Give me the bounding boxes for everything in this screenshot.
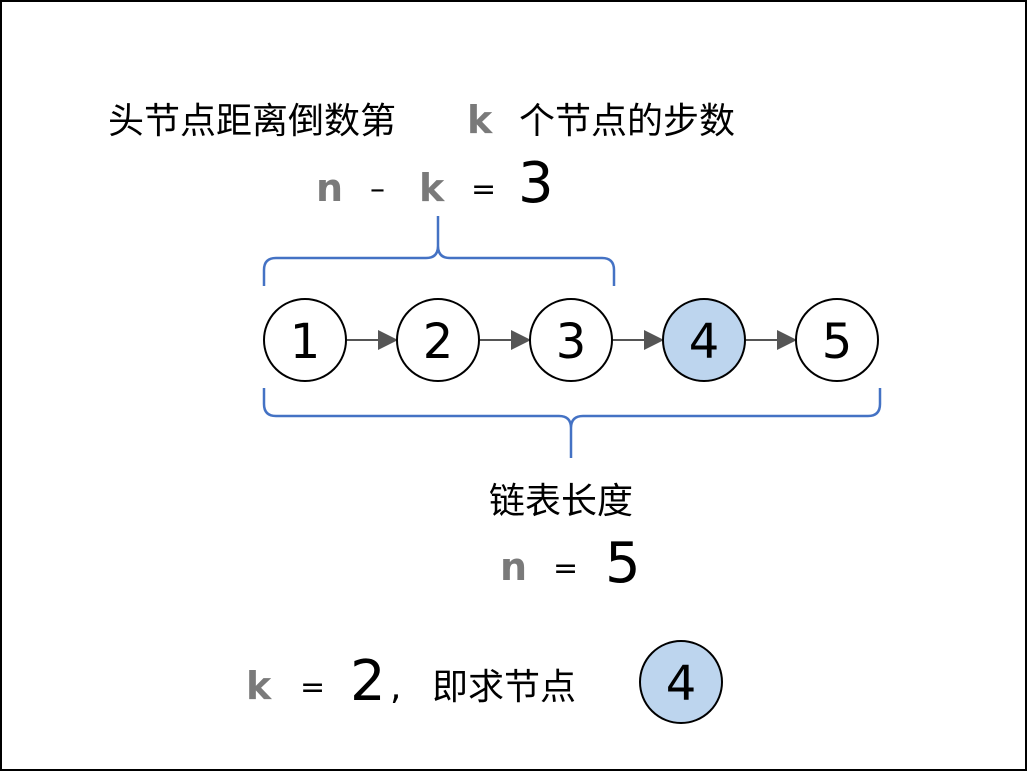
top-label-k: k bbox=[467, 98, 493, 142]
bottom-brace bbox=[262, 388, 882, 458]
bottom-node-label: 4 bbox=[666, 656, 697, 712]
length-formula-n: n bbox=[500, 545, 527, 589]
top-formula-k: k bbox=[419, 166, 445, 210]
bottom-k: k bbox=[246, 664, 272, 708]
node-3-label: 3 bbox=[556, 314, 587, 370]
bottom-text: 即求节点 bbox=[432, 667, 576, 708]
top-formula-minus: – bbox=[370, 172, 385, 207]
node-5: 5 bbox=[795, 298, 879, 382]
top-label-prefix: 头节点距离倒数第 bbox=[108, 101, 396, 142]
length-formula-eq: = bbox=[553, 551, 578, 586]
top-formula-n: n bbox=[316, 166, 343, 210]
node-2-label: 2 bbox=[423, 314, 454, 370]
top-brace bbox=[262, 216, 616, 286]
bottom-value: 2 bbox=[350, 649, 386, 714]
top-label-suffix: 个节点的步数 bbox=[519, 101, 735, 142]
node-1-label: 1 bbox=[290, 314, 321, 370]
node-4: 4 bbox=[662, 298, 746, 382]
bottom-comma: , bbox=[390, 667, 401, 708]
length-formula-value: 5 bbox=[605, 531, 641, 596]
node-3: 3 bbox=[529, 298, 613, 382]
bottom-eq: = bbox=[300, 670, 325, 705]
node-5-label: 5 bbox=[822, 314, 853, 370]
length-label: 链表长度 bbox=[489, 481, 633, 522]
node-1: 1 bbox=[263, 298, 347, 382]
top-formula-eq: = bbox=[471, 172, 496, 207]
node-4-label: 4 bbox=[689, 314, 720, 370]
bottom-node: 4 bbox=[639, 640, 723, 724]
top-formula-value: 3 bbox=[518, 151, 554, 216]
node-2: 2 bbox=[396, 298, 480, 382]
